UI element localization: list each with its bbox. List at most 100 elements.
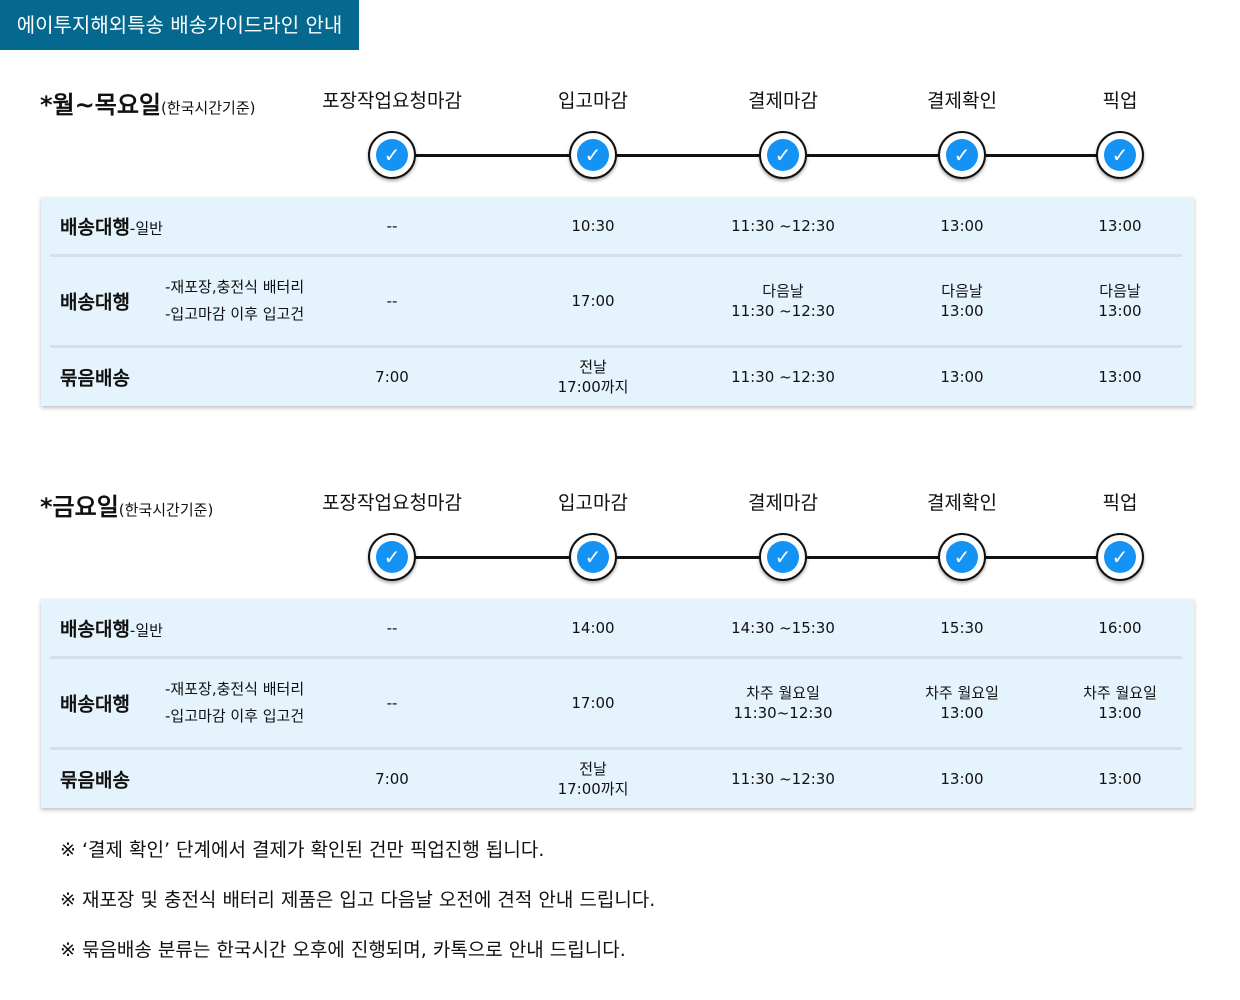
row-label-text: 배송대행 — [60, 693, 130, 716]
section-heading: *월~목요일(한국시간기준) — [40, 85, 256, 120]
step-marker: ✓ — [938, 533, 986, 581]
heading-subtext: (한국시간기준) — [160, 99, 256, 117]
row-label: 배송대행-일반 — [60, 213, 163, 240]
step-label: 결제확인 — [927, 90, 997, 112]
cell-line: 17:00까지 — [557, 378, 629, 396]
row-label-suffix: -일반 — [129, 219, 163, 238]
step-marker: ✓ — [569, 533, 617, 581]
cell-line: 차주 월요일 — [1083, 684, 1157, 702]
check-circle-icon: ✓ — [767, 139, 799, 171]
cell-line: 다음날 — [762, 282, 804, 300]
row-label: 묶음배송 — [60, 364, 130, 391]
step-marker: ✓ — [759, 533, 807, 581]
row-label: 배송대행 — [60, 288, 130, 315]
table-cell: -- — [292, 618, 492, 638]
check-circle-icon: ✓ — [1104, 541, 1136, 573]
step-marker: ✓ — [938, 131, 986, 179]
row-label-text: 묶음배송 — [60, 367, 130, 390]
table-cell: 15:30 — [862, 618, 1062, 638]
step-marker: ✓ — [1096, 533, 1144, 581]
footnote: ※ 묶음배송 분류는 한국시간 오후에 진행되며, 카톡으로 안내 드립니다. — [60, 939, 626, 961]
cell-line: 16:00 — [1098, 619, 1142, 637]
cell-line: 13:00 — [1098, 217, 1142, 235]
table-cell: 13:00 — [1020, 216, 1220, 236]
cell-line: 다음날 — [941, 282, 983, 300]
heading-subtext: (한국시간기준) — [118, 501, 214, 519]
cell-line: 11:30 ~12:30 — [731, 217, 835, 235]
step-label: 포장작업요청마감 — [322, 90, 462, 112]
table-cell: 13:00 — [862, 367, 1062, 387]
table-cell: 차주 월요일 11:30~12:30 — [683, 683, 883, 723]
row-divider — [50, 345, 1182, 348]
section-heading: *금요일(한국시간기준) — [40, 487, 213, 522]
check-circle-icon: ✓ — [577, 139, 609, 171]
heading-text: *금요일 — [40, 493, 119, 521]
table-cell: -- — [292, 291, 492, 311]
footnote: ※ 재포장 및 충전식 배터리 제품은 입고 다음날 오전에 견적 안내 드립니… — [60, 889, 656, 911]
schedule-section: *금요일(한국시간기준)포장작업요청마감✓입고마감✓결제마감✓결제확인✓픽업✓배… — [0, 402, 1240, 808]
cell-line: 13:00 — [940, 368, 984, 386]
step-label: 결제확인 — [927, 492, 997, 514]
table-cell: 13:00 — [862, 216, 1062, 236]
table-cell: 17:00 — [493, 291, 693, 311]
table-cell: 16:00 — [1020, 618, 1220, 638]
step-label: 입고마감 — [558, 90, 628, 112]
cell-line: 14:00 — [571, 619, 615, 637]
footnote: ※ ‘결제 확인’ 단계에서 결제가 확인된 건만 픽업진행 됩니다. — [60, 839, 545, 861]
row-label: 배송대행-일반 — [60, 615, 163, 642]
cell-line: -- — [386, 694, 398, 712]
cell-line: 13:00 — [940, 704, 984, 722]
table-cell: 13:00 — [862, 769, 1062, 789]
cell-line: 13:00 — [1098, 770, 1142, 788]
check-circle-icon: ✓ — [1104, 139, 1136, 171]
schedule-section: *월~목요일(한국시간기준)포장작업요청마감✓입고마감✓결제마감✓결제확인✓픽업… — [0, 0, 1240, 406]
cell-line: 전날 — [579, 358, 607, 376]
row-note-line: -입고마감 이후 입고건 — [165, 707, 305, 725]
check-circle-icon: ✓ — [946, 541, 978, 573]
check-circle-icon: ✓ — [767, 541, 799, 573]
step-label: 포장작업요청마감 — [322, 492, 462, 514]
table-cell: 14:00 — [493, 618, 693, 638]
cell-line: 13:00 — [940, 770, 984, 788]
row-divider — [50, 656, 1182, 659]
step-marker: ✓ — [368, 533, 416, 581]
cell-line: 차주 월요일 — [746, 684, 820, 702]
row-label-text: 배송대행 — [60, 618, 130, 641]
row-label-text: 배송대행 — [60, 216, 130, 239]
step-marker: ✓ — [569, 131, 617, 179]
cell-line: -- — [386, 619, 398, 637]
row-notes: -재포장,충전식 배터리-입고마감 이후 입고건 — [165, 676, 304, 730]
row-label-text: 배송대행 — [60, 291, 130, 314]
table-cell: -- — [292, 216, 492, 236]
cell-line: 15:30 — [940, 619, 984, 637]
row-note-line: -재포장,충전식 배터리 — [165, 278, 305, 296]
row-notes: -재포장,충전식 배터리-입고마감 이후 입고건 — [165, 274, 304, 328]
cell-line: 13:00 — [940, 217, 984, 235]
cell-line: 전날 — [579, 760, 607, 778]
step-marker: ✓ — [368, 131, 416, 179]
table-cell: 17:00 — [493, 693, 693, 713]
cell-line: 차주 월요일 — [925, 684, 999, 702]
table-cell: 11:30 ~12:30 — [683, 216, 883, 236]
timeline-line — [392, 154, 1120, 157]
cell-line: 11:30~12:30 — [733, 704, 833, 722]
check-circle-icon: ✓ — [577, 541, 609, 573]
step-marker: ✓ — [759, 131, 807, 179]
table-cell: 11:30 ~12:30 — [683, 367, 883, 387]
row-label-suffix: -일반 — [129, 621, 163, 640]
table-cell: 7:00 — [292, 769, 492, 789]
step-label: 결제마감 — [748, 90, 818, 112]
table-cell: 13:00 — [1020, 367, 1220, 387]
table-cell: 10:30 — [493, 216, 693, 236]
cell-line: 14:30 ~15:30 — [731, 619, 835, 637]
step-label: 입고마감 — [558, 492, 628, 514]
check-circle-icon: ✓ — [376, 139, 408, 171]
table-cell: -- — [292, 693, 492, 713]
row-divider — [50, 254, 1182, 257]
